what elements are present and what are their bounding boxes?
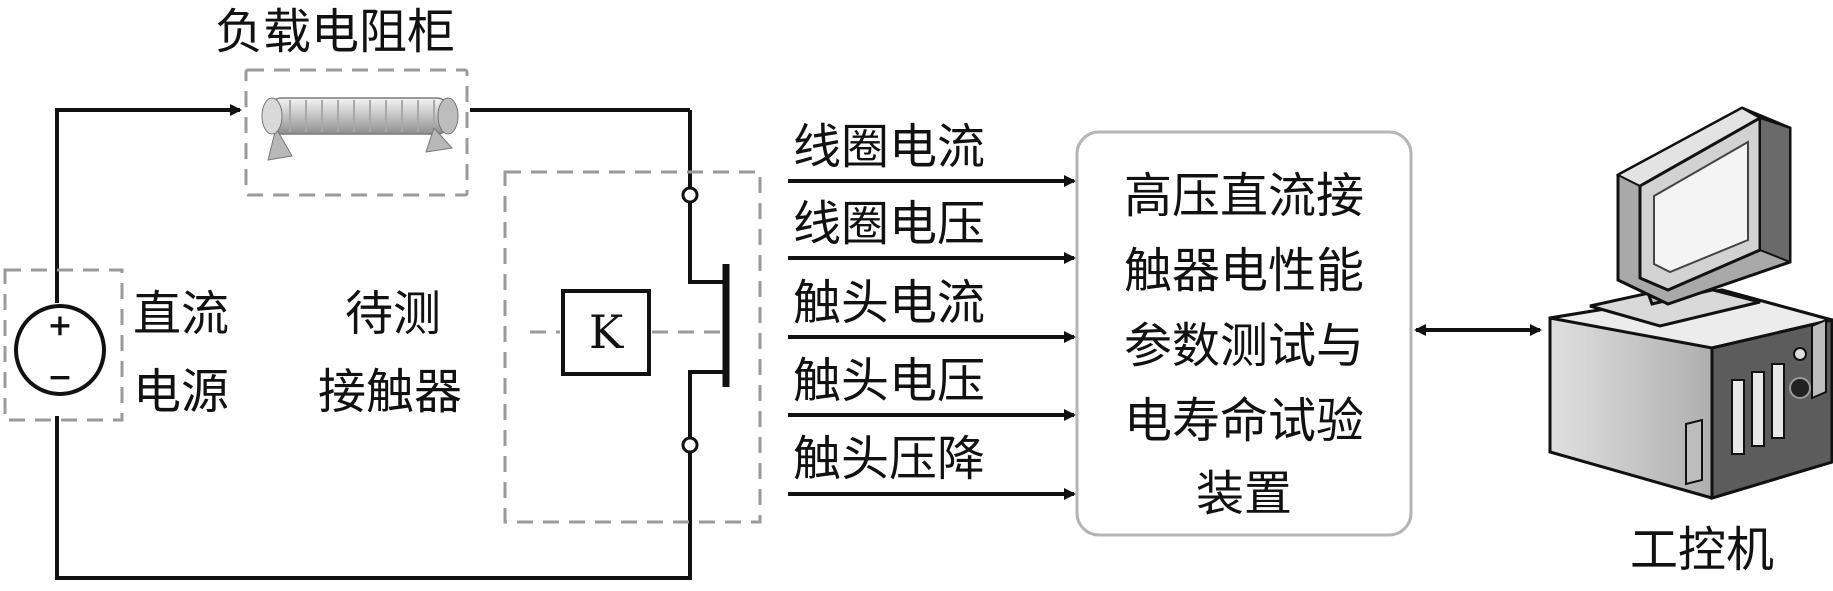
relay-coil-box (561, 289, 651, 376)
wire-top-left (55, 108, 240, 303)
resistor-cabinet-label: 负载电阻柜 (215, 4, 455, 60)
contact-wire-lower (688, 370, 724, 438)
test-device-line-0: 高压直流接 (1124, 168, 1364, 224)
minus-sign: − (47, 360, 72, 395)
wire-bottom (55, 416, 692, 580)
relay-coil-label: K (589, 305, 625, 359)
terminal-upper (681, 186, 699, 204)
dc-source-symbol (14, 304, 106, 396)
resistor-cabinet-frame (244, 68, 469, 197)
dc-source-frame (3, 268, 124, 422)
test-device-group: 高压直流接 触器电性能 参数测试与 电寿命试验 装置 (1075, 130, 1413, 537)
test-device-line-2: 参数测试与 (1124, 318, 1364, 374)
signal-label-1: 线圈电压 (793, 196, 985, 252)
resistor-cabinet-group: 负载电阻柜 (215, 4, 469, 197)
signal-label-4: 触头压降 (793, 431, 985, 487)
plus-sign: + (47, 308, 72, 343)
dc-source-label-line2: 电源 (133, 364, 229, 420)
contactor-label-line1: 待测 (345, 286, 441, 342)
signal-label-3: 触头电压 (793, 353, 985, 409)
contact-wire-upper (688, 202, 724, 284)
dc-source-label-line1: 直流 (133, 286, 229, 342)
industrial-pc-icon (1548, 106, 1833, 501)
signal-label-2: 触头电流 (793, 275, 985, 331)
signal-group: 线圈电流 线圈电压 触头电流 触头电压 触头压降 (788, 119, 1076, 500)
main-circuit (55, 104, 692, 580)
test-device-line-3: 电寿命试验 (1124, 393, 1364, 449)
contactor-group: 待测 接触器 K (318, 170, 762, 524)
resistor-icon (261, 97, 459, 161)
ipc-label: 工控机 (1630, 522, 1774, 578)
test-device-line-1: 触器电性能 (1124, 243, 1364, 299)
test-device-box (1075, 130, 1413, 537)
terminal-lower (681, 436, 699, 454)
dc-source-group: + − 直流 电源 (3, 268, 229, 422)
test-device-line-4: 装置 (1196, 466, 1292, 522)
signal-label-0: 线圈电流 (793, 119, 985, 175)
contactor-frame (503, 170, 762, 524)
contactor-label-line2: 接触器 (318, 364, 462, 420)
